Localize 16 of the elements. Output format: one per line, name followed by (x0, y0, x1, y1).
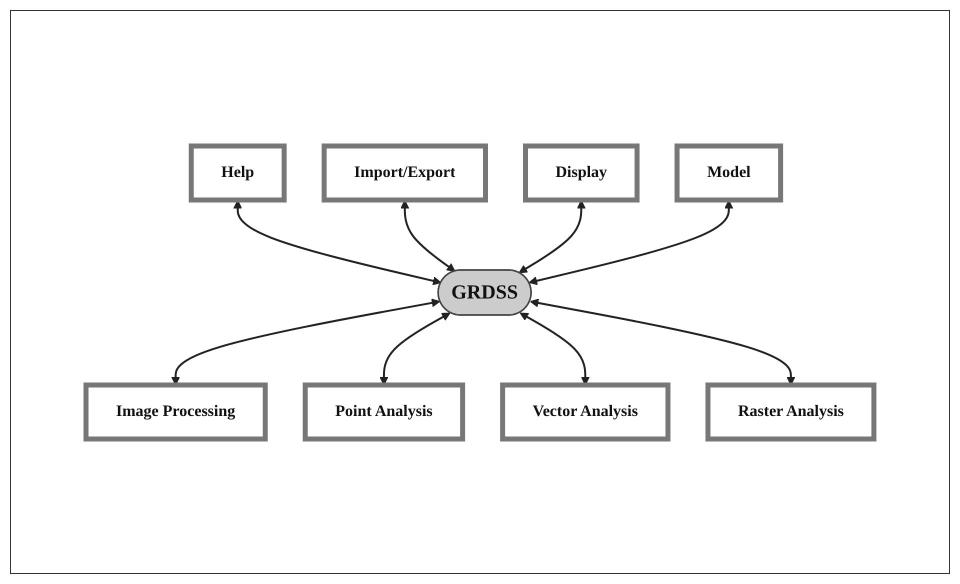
node-box: Model (674, 143, 784, 202)
node-box: Raster Analysis (706, 382, 876, 441)
node-box: Point Analysis (302, 382, 466, 441)
arrow (520, 312, 590, 385)
arrow (233, 200, 442, 285)
node-box: Import/Export (322, 143, 488, 202)
arrow (171, 298, 440, 385)
arrow (518, 200, 586, 273)
node-box: Vector Analysis (500, 382, 670, 441)
node-box: Image Processing (84, 382, 268, 441)
node-box: Display (523, 143, 640, 202)
arrow (380, 312, 451, 385)
arrow (400, 200, 456, 272)
node-box: Help (188, 143, 287, 202)
arrow (530, 298, 796, 385)
arrow (528, 200, 734, 285)
